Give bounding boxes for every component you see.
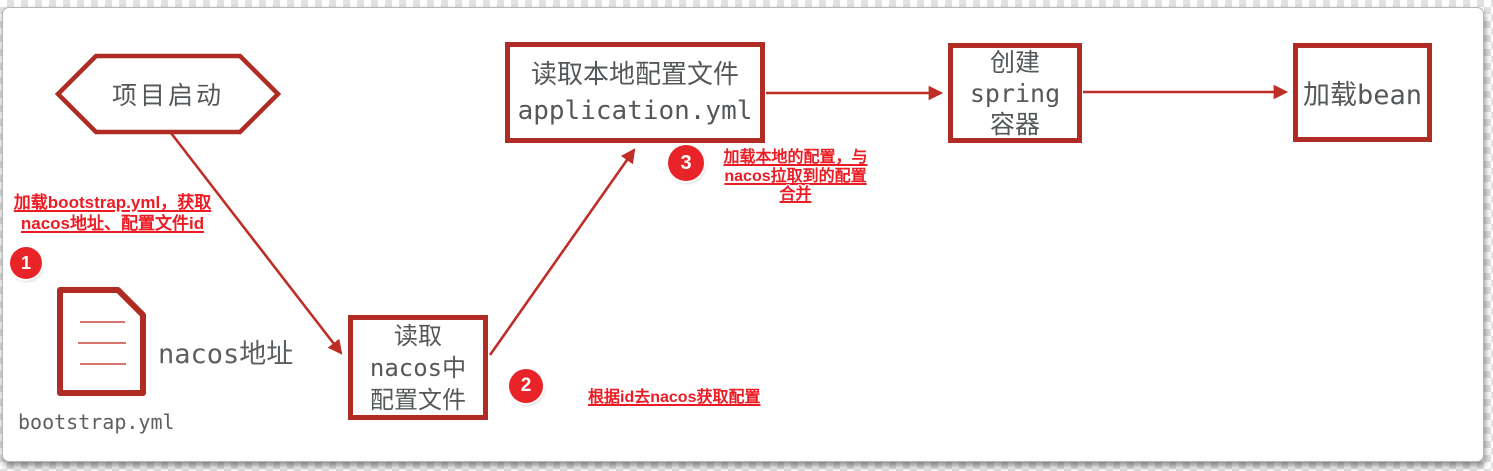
step-badge-3: 3 [668,145,704,181]
start-hexagon-shape [54,53,282,135]
node-read-nacos-config: 读取 nacos中 配置文件 [348,315,488,420]
document-caption: bootstrap.yml [18,410,175,434]
annotation-step-3: 加载本地的配置，与 nacos拉取到的配置 合并 [723,149,868,203]
document-label: nacos地址 [158,339,294,370]
node-create-spring-container: 创建 spring 容器 [948,43,1082,143]
start-node-label: 项目启动 [111,82,224,110]
node-load-bean: 加载bean [1293,43,1432,142]
annotation-step-2: 根据id去nacos获取配置 [588,389,761,406]
step-badge-1: 1 [10,247,42,279]
arrow-nacos-to-local [488,148,636,356]
document-icon [57,287,146,396]
annotation-step-1: 加载bootstrap.yml，获取 nacos地址、配置文件id [13,193,212,233]
arrow-start-to-nacos [169,132,343,355]
node-read-local-config: 读取本地配置文件 application.yml [505,42,765,143]
step-badge-2: 2 [509,369,543,403]
